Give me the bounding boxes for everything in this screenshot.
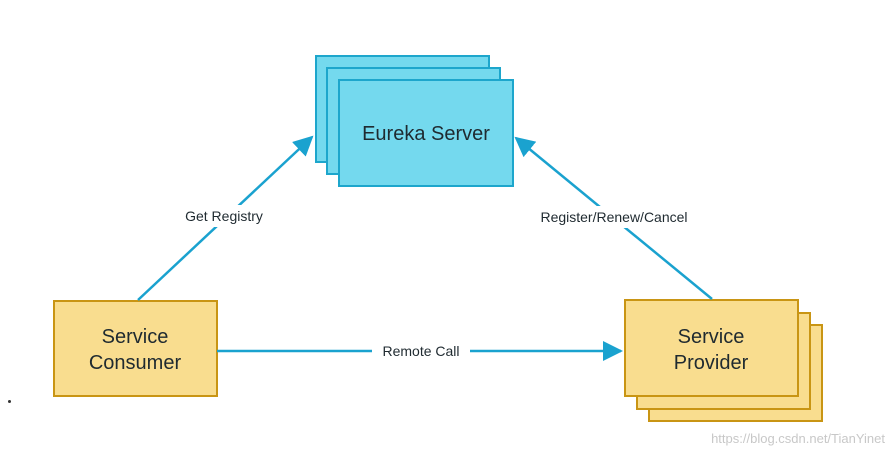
get-registry-edge: Get Registry [137,135,314,301]
register-label: Register/Renew/Cancel [540,209,687,225]
eureka-server-label: Eureka Server [362,123,490,145]
service-consumer-node: Service Consumer [53,300,218,397]
get-registry-label: Get Registry [185,208,263,224]
service-provider-label-line1: Service [678,326,745,348]
service-provider-front-box [624,299,799,397]
watermark: https://blog.csdn.net/TianYinet [711,431,885,446]
remote-call-label-bg [372,341,470,361]
remote-call-edge: Remote Call [217,341,623,361]
service-consumer-label-line1: Service [102,326,169,348]
register-edge: Register/Renew/Cancel [514,136,713,300]
stray-dot [8,400,11,403]
remote-call-label: Remote Call [382,343,459,359]
service-consumer-box [53,300,218,397]
service-provider-node: Service Provider [624,299,823,422]
eureka-server-node: Eureka Server [315,55,514,187]
get-registry-label-bg [170,205,278,227]
eureka-server-front-box [338,79,514,187]
register-label-bg [516,206,712,228]
service-provider-label-line2: Provider [674,352,749,374]
service-consumer-label-line2: Consumer [89,352,182,374]
